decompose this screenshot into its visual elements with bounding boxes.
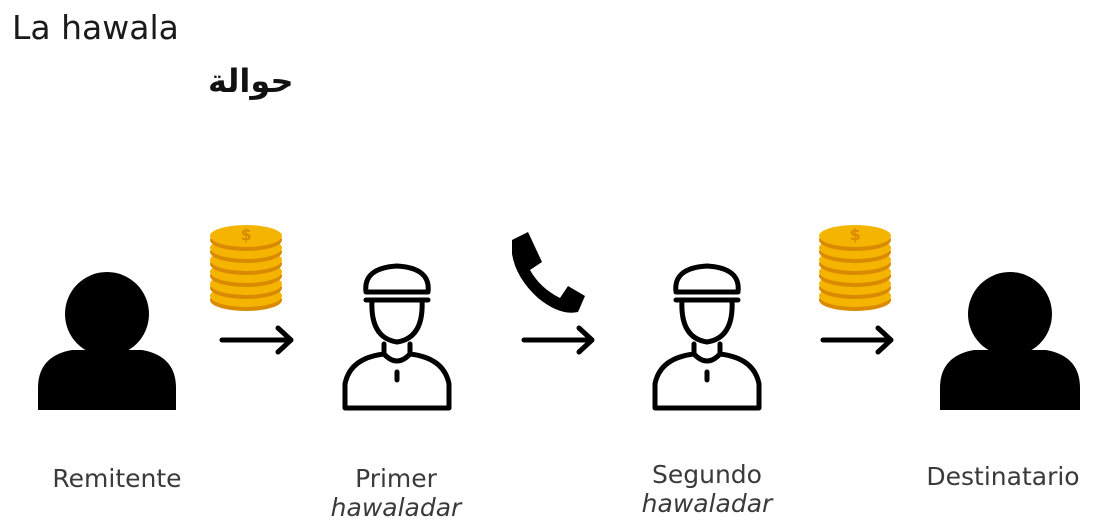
second-hawaladar-label: Segundo hawaladar [602, 460, 812, 518]
diagram-subtitle: حوالة [208, 62, 294, 100]
diagram-title: La hawala [12, 8, 179, 47]
first-hawaladar-icon [342, 263, 452, 411]
node-name: Segundo [652, 460, 762, 489]
first-hawaladar-label: Primer hawaladar [296, 464, 496, 522]
recipient-person-icon [940, 272, 1080, 410]
node-name: Destinatario [926, 462, 1080, 491]
arrow-right-icon [820, 325, 894, 355]
second-hawaladar-icon [652, 263, 762, 411]
arrow-right-icon [521, 325, 595, 355]
node-name: Primer [355, 464, 437, 493]
coins-icon: $ [210, 225, 282, 311]
sender-person-icon [38, 272, 176, 410]
node-role: hawaladar [330, 493, 462, 522]
coins-icon: $ [819, 225, 891, 311]
node-role: hawaladar [641, 489, 773, 518]
arrow-right-icon [219, 325, 294, 355]
svg-text:$: $ [240, 225, 251, 244]
svg-text:$: $ [849, 225, 860, 244]
sender-label: Remitente [22, 464, 212, 493]
recipient-label: Destinatario [910, 462, 1096, 491]
node-name: Remitente [52, 464, 182, 493]
phone-icon [512, 232, 585, 313]
